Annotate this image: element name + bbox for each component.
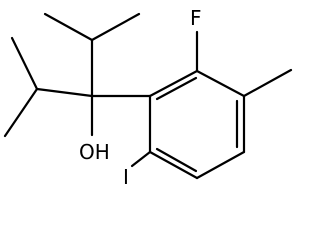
upper-isopropyl-methyl-left xyxy=(43,12,94,42)
iodine-bond xyxy=(130,150,152,168)
benzene-ring xyxy=(148,69,246,180)
ring-bond-c1-c2-inner xyxy=(155,76,198,101)
ring-bond-c2-c3 xyxy=(195,69,246,98)
upper-isopropyl-methyl-right xyxy=(90,12,141,42)
left-isopropyl-methyl-down xyxy=(3,87,39,138)
hydroxyl-label: OH xyxy=(79,140,110,164)
ring-bond-c5-c6-inner xyxy=(155,147,198,173)
ring-bond-c1-c2 xyxy=(148,69,199,98)
methyl-bond xyxy=(242,68,293,98)
left-isopropyl-methyl-up xyxy=(10,36,39,91)
ring-bond-c4-c5 xyxy=(195,150,246,180)
ring-substituents xyxy=(130,30,293,168)
ring-bond-c5-c6 xyxy=(148,150,199,180)
carbinol-center xyxy=(3,12,152,138)
molecule-structure: F OH I xyxy=(3,6,293,189)
left-isopropyl-bond xyxy=(35,87,94,98)
fluorine-label: F xyxy=(190,6,202,30)
iodine-label: I xyxy=(123,165,129,189)
